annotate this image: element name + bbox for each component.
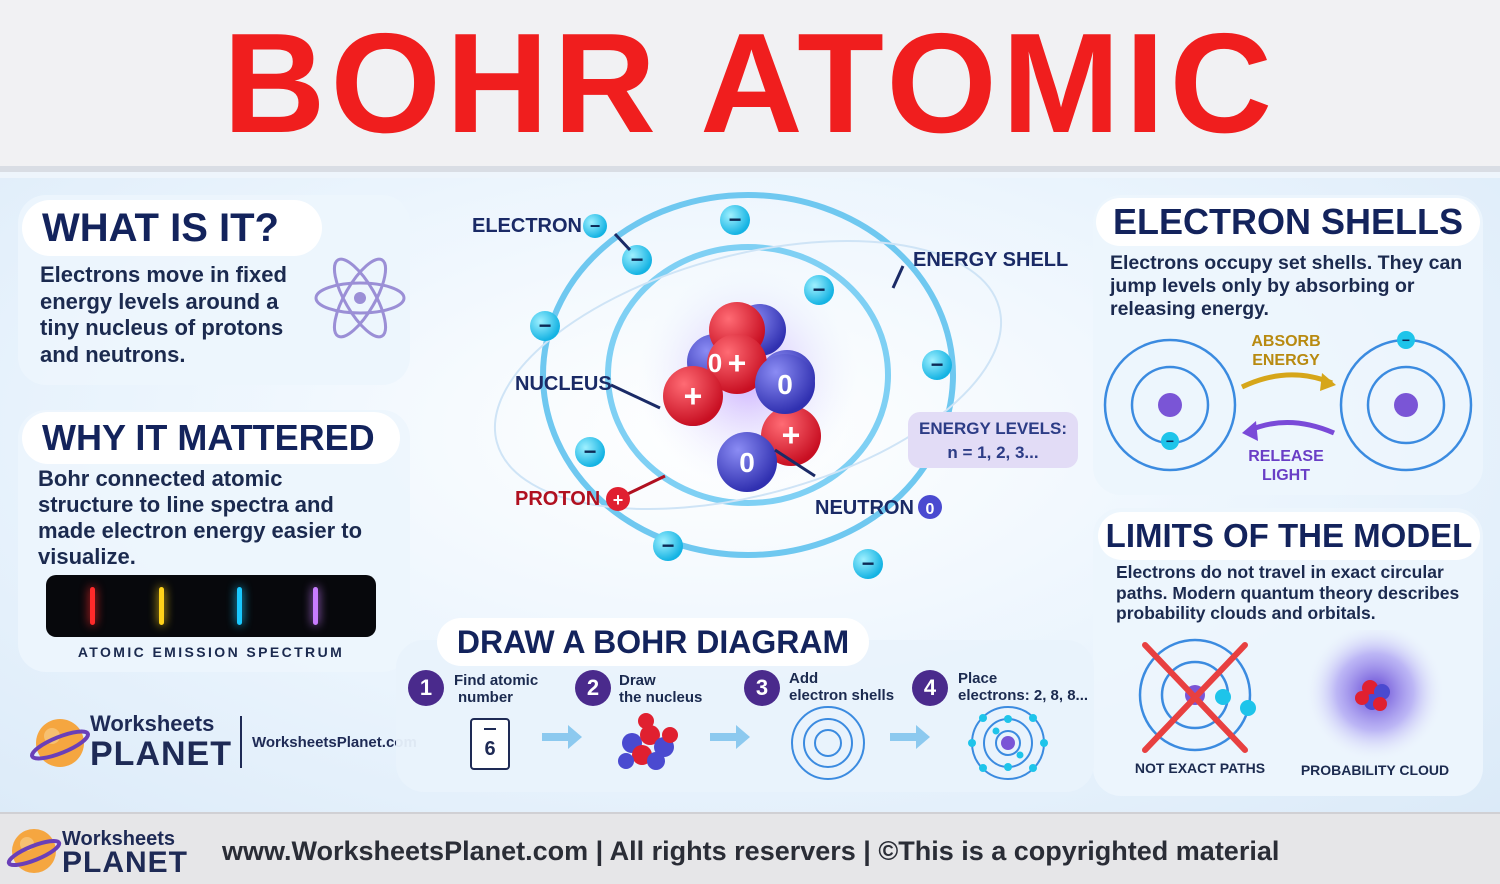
svg-text:+: + [613, 490, 624, 510]
emission-spectrum [46, 575, 376, 637]
orbit-rings [493, 192, 1003, 558]
energy-shell-label: ENERGY SHELL [913, 249, 1069, 271]
atomic-number-value: 6 [484, 738, 496, 760]
svg-text:+: + [782, 417, 801, 453]
svg-text:0: 0 [708, 348, 722, 378]
spectrum-label: ATOMIC EMISSION SPECTRUM [77, 644, 345, 660]
spectrum-line-violet [313, 587, 318, 625]
svg-text:0: 0 [739, 447, 755, 478]
why-it-mattered-heading: WHY IT MATTERED [22, 412, 400, 464]
proton-particles [663, 334, 821, 466]
svg-text:ABSORB: ABSORB [1251, 333, 1320, 350]
spectrum-line-cyan [237, 587, 242, 625]
particle-symbols: + + + 0 0 0 [684, 345, 801, 478]
neutron-label: NEUTRON [815, 497, 914, 519]
footer-brand-line1: Worksheets [62, 828, 176, 850]
what-is-it-heading: WHAT IS IT? [22, 200, 322, 256]
svg-text:LIGHT: LIGHT [1262, 467, 1310, 484]
title-bar: BOHR ATOMIC MODEL [0, 0, 1500, 323]
svg-text:−: − [813, 277, 826, 302]
brand-name-line1: Worksheets [90, 711, 215, 736]
footer-brand-line2: PLANET [62, 846, 188, 879]
limits-text: Electrons do not travel in exact circula… [1116, 562, 1460, 623]
svg-text:−: − [631, 247, 644, 272]
svg-text:ENERGY: ENERGY [1252, 352, 1320, 369]
brand-block: Worksheets PLANET WorksheetsPlanet.com [30, 710, 430, 780]
proton-label: PROTON [515, 488, 601, 510]
svg-text:−: − [931, 352, 944, 377]
bohr-atom-diagram: + + + 0 0 0 − − − − − − − − − [415, 180, 1095, 620]
shell-jump-diagram: − − ABSORB ENERGY RELEASE LIGHT [1100, 325, 1480, 485]
svg-text:−: − [539, 313, 552, 338]
svg-text:RELEASE: RELEASE [1248, 448, 1324, 465]
what-is-it-text: Electrons move in fixed energy levels ar… [40, 262, 287, 367]
footer-planet-logo-icon [6, 829, 62, 873]
svg-text:−: − [590, 216, 601, 236]
svg-text:−: − [729, 207, 742, 232]
spectrum-line-yellow [159, 587, 164, 625]
probability-cloud-caption: PROBABILITY CLOUD [1300, 762, 1450, 778]
limits-diagram [1100, 622, 1480, 790]
brand-separator [240, 716, 242, 768]
svg-text:0: 0 [777, 369, 793, 400]
mini-nucleus [618, 713, 678, 770]
energy-levels-title: ENERGY LEVELS: [919, 419, 1067, 438]
mini-electron-diagram [968, 706, 1048, 780]
step-2-number: 2 [575, 670, 611, 706]
spectrum-line-red [90, 587, 95, 625]
svg-text:−: − [1166, 433, 1174, 449]
step-1-number: 1 [408, 670, 444, 706]
why-it-mattered-text: Bohr connected atomic structure to line … [38, 466, 363, 569]
electron-shells-heading: ELECTRON SHELLS [1096, 198, 1480, 246]
not-exact-paths-caption: NOT EXACT PATHS [1134, 760, 1266, 776]
neutron-particles [717, 354, 815, 492]
nucleus-label: NUCLEUS [515, 373, 612, 395]
electron-label: ELECTRON [472, 215, 582, 237]
draw-diagram-heading: DRAW A BOHR DIAGRAM [437, 618, 869, 666]
svg-text:−: − [584, 439, 597, 464]
step-4-number: 4 [912, 670, 948, 706]
footer: Worksheets PLANET www.WorksheetsPlanet.c… [0, 812, 1500, 884]
atom-icon [314, 257, 406, 339]
svg-text:0: 0 [926, 501, 935, 518]
footer-copyright: www.WorksheetsPlanet.com | All rights re… [222, 836, 1280, 866]
step-arrows [542, 725, 930, 749]
svg-text:−: − [1402, 332, 1410, 348]
energy-levels-box: ENERGY LEVELS: n = 1, 2, 3... [908, 412, 1078, 468]
brand-site-link[interactable]: WorksheetsPlanet.com [252, 734, 417, 751]
draw-steps-illustrations [450, 705, 1090, 785]
svg-text:−: − [662, 533, 675, 558]
mini-shells [791, 706, 865, 780]
electrons [530, 205, 952, 579]
atomic-number-card: 6 [470, 718, 510, 770]
electron-symbols: − − − − − − − − − [539, 207, 944, 576]
svg-text:−: − [862, 551, 875, 576]
svg-text:+: + [684, 378, 703, 414]
limits-heading: LIMITS OF THE MODEL [1098, 512, 1480, 560]
planet-logo-icon [30, 719, 90, 767]
brand-name-line2: PLANET [90, 735, 232, 773]
electron-shells-text: Electrons occupy set shells. They can ju… [1110, 252, 1463, 320]
step-3-number: 3 [744, 670, 780, 706]
label-badges: + 0 [606, 487, 942, 519]
svg-text:+: + [728, 345, 747, 381]
energy-levels-value: n = 1, 2, 3... [947, 443, 1039, 462]
